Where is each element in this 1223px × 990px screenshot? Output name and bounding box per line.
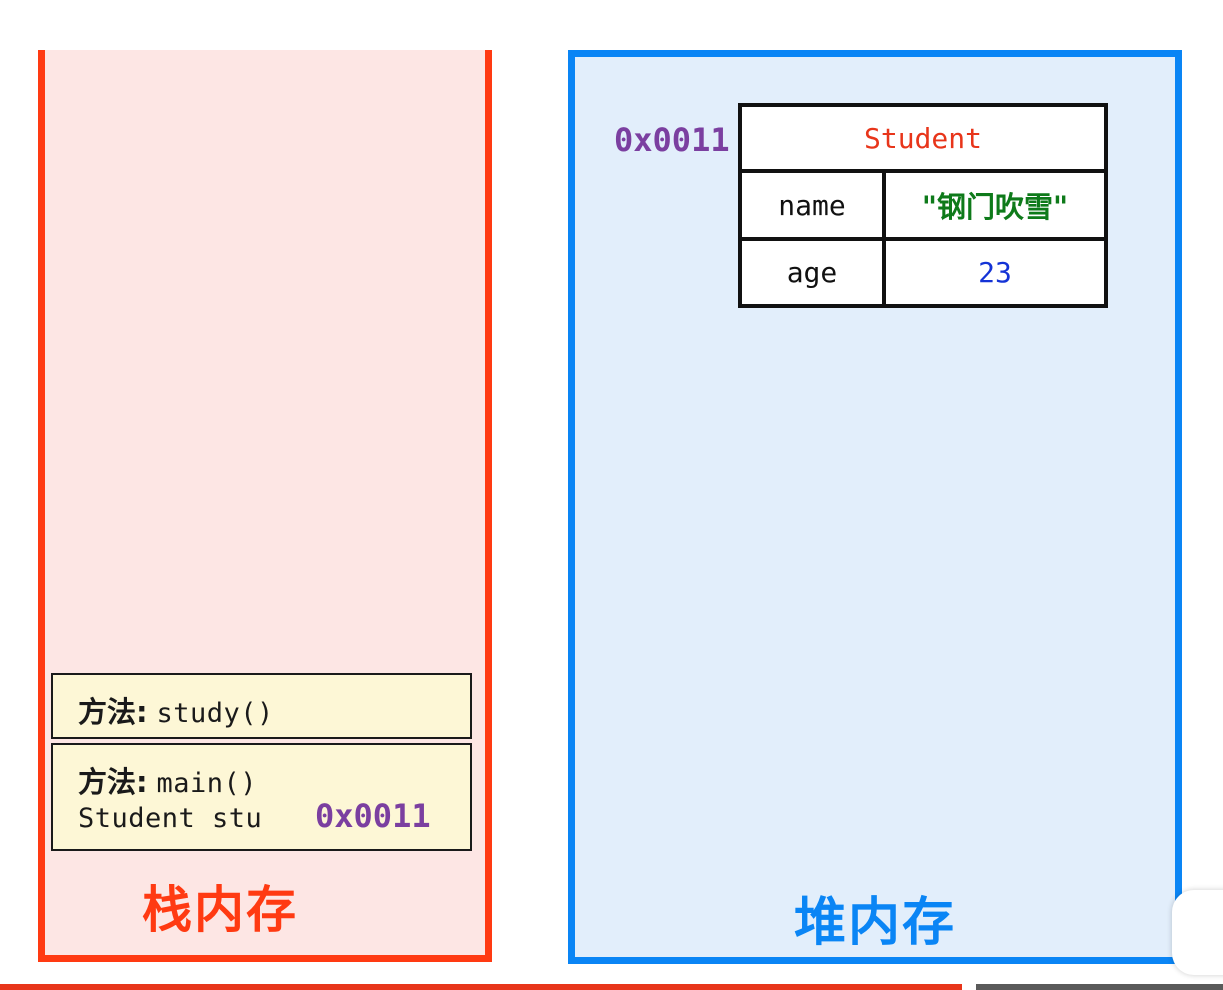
- variable-address: 0x0011: [315, 797, 431, 835]
- method-label: 方法:: [78, 765, 148, 799]
- stack-frame-study: 方法: study(): [51, 673, 472, 739]
- stack-frame-main: 方法: main() Student stu 0x0011: [51, 743, 472, 851]
- field-name-value: "钢门吹雪": [886, 173, 1104, 241]
- student-object-table: Student name "钢门吹雪" age 23: [738, 103, 1108, 308]
- method-label: 方法:: [78, 695, 148, 729]
- field-age-value: 23: [978, 256, 1012, 289]
- frame-main-line: 方法: main(): [78, 759, 257, 801]
- progress-bar: [0, 984, 962, 990]
- floating-widget[interactable]: [1172, 890, 1223, 975]
- variable-declaration: Student stu: [78, 803, 263, 834]
- stack-title: 栈内存: [142, 881, 298, 939]
- field-name-key: name: [742, 173, 886, 241]
- heap-title: 堆内存: [793, 893, 956, 953]
- object-address: 0x0011: [614, 121, 730, 159]
- frame-study-line: 方法: study(): [78, 689, 274, 731]
- method-name: study(): [156, 698, 274, 729]
- object-class-name: Student: [742, 107, 1104, 173]
- field-age-key: age: [742, 241, 886, 304]
- frame-main-variable: Student stu: [78, 801, 262, 834]
- bottom-dark-strip: [976, 984, 1223, 990]
- method-name: main(): [156, 768, 258, 799]
